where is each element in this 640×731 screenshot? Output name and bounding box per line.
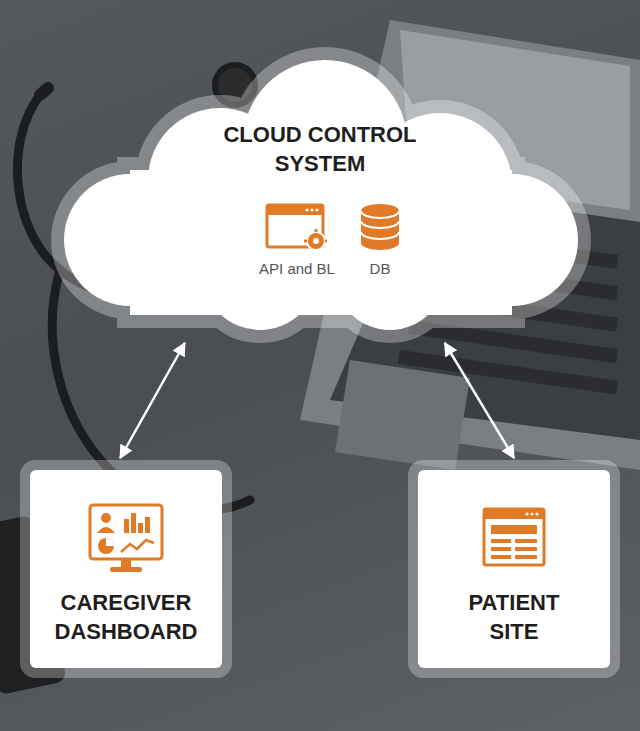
- text-block: CAREGIVER DASHBOARD: [40, 588, 212, 646]
- dashboard-monitor-icon: [88, 503, 164, 575]
- cloud-shape: [60, 50, 580, 335]
- node-title: CAREGIVER DASHBOARD: [40, 588, 212, 646]
- double-arrow: [120, 343, 185, 458]
- node-title: CLOUD CONTROL SYSTEM: [200, 120, 440, 178]
- node-title: PATIENT SITE: [452, 588, 576, 646]
- text-block: PATIENT SITE: [452, 588, 576, 646]
- double-arrow: [445, 343, 514, 458]
- patient-box: PATIENT SITE: [418, 470, 610, 668]
- cloud-node: CLOUD CONTROL SYSTEM API and BL DB: [60, 50, 580, 335]
- database-icon: [360, 203, 400, 251]
- text-block: CLOUD CONTROL SYSTEM: [200, 120, 440, 178]
- caregiver-box: CAREGIVER DASHBOARD: [30, 470, 222, 668]
- component-label: API and BL: [259, 260, 335, 278]
- patient-site-icon: [482, 507, 546, 567]
- component-label: DB: [370, 260, 391, 278]
- api-window-icon: [265, 203, 327, 251]
